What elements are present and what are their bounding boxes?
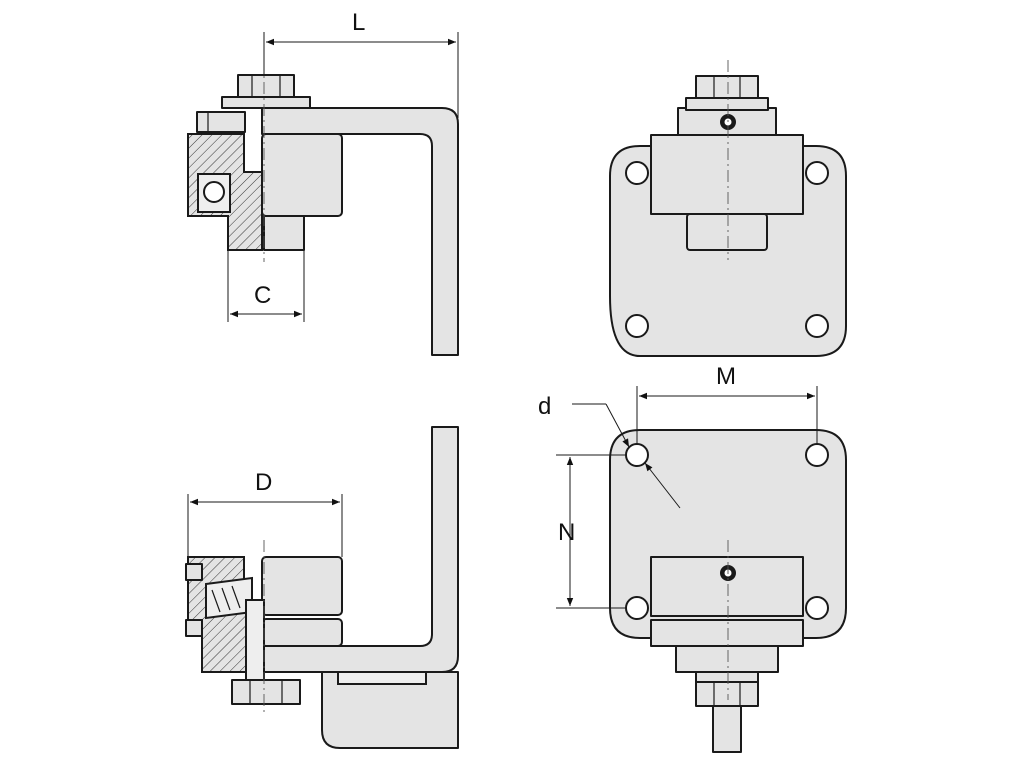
front-view-top [609, 60, 847, 357]
dimension-N: N [556, 454, 626, 609]
label-d: d [538, 393, 551, 420]
label-M: M [716, 363, 736, 390]
label-L: L [352, 9, 365, 36]
dimension-d: d [538, 393, 681, 509]
dimension-C: C [227, 250, 305, 322]
label-N: N [558, 519, 575, 546]
side-view-top [187, 60, 459, 356]
label-C: C [254, 282, 271, 309]
dimension-L: L [263, 9, 459, 118]
side-view-bottom [185, 426, 459, 749]
label-D: D [255, 469, 272, 496]
front-view-bottom [609, 429, 847, 753]
dimension-D: D [187, 469, 343, 557]
dimension-M: M [636, 363, 818, 444]
